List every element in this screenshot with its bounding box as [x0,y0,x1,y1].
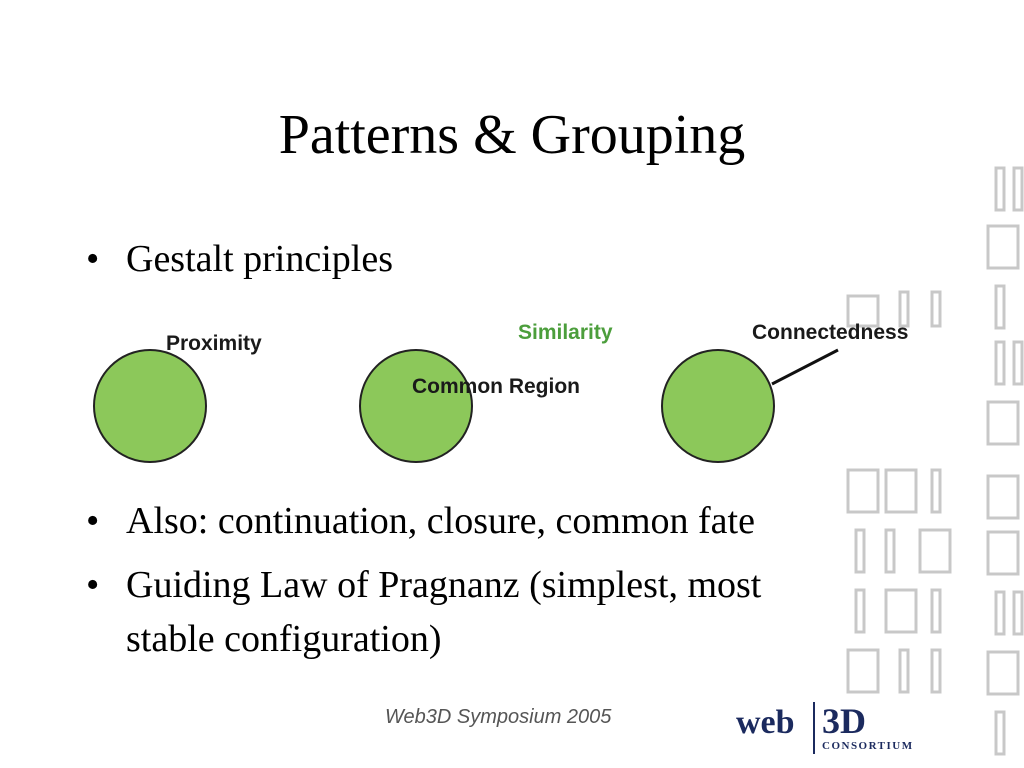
logo-divider [813,702,815,754]
common-region-circle [359,349,473,463]
bullet-text-line-2: stable configuration) [126,618,442,660]
proximity-circle [93,349,207,463]
bullet-marker: • [86,564,100,606]
logo-consortium-text: CONSORTIUM [822,740,914,752]
footer-text: Web3D Symposium 2005 [385,706,612,728]
logo-web-text: web [736,704,795,741]
proximity-label: Proximity [166,332,262,355]
bullet-gestalt: • Gestalt principles [86,236,586,282]
bullet-also: • Also: continuation, closure, common fa… [86,498,886,544]
logo-3d-text: 3D [822,701,866,741]
bullet-text: Also: continuation, closure, common fate [126,500,755,542]
slide-title: Patterns & Grouping [278,104,746,166]
connectedness-circle [661,349,775,463]
bullet-pragnanz: • Guiding Law of Pragnanz (simplest, mos… [86,562,906,662]
bullet-marker: • [86,238,100,280]
common-region-label: Common Region [412,375,580,398]
web3d-consortium-logo: web 3D CONSORTIUM [736,700,936,760]
bullet-marker: • [86,500,100,542]
connectedness-line [771,348,839,386]
similarity-label: Similarity [518,321,613,344]
bullet-text-line-1: Guiding Law of Pragnanz (simplest, most [126,564,762,606]
connectedness-label: Connectedness [752,321,908,344]
bullet-text: Gestalt principles [126,238,393,280]
